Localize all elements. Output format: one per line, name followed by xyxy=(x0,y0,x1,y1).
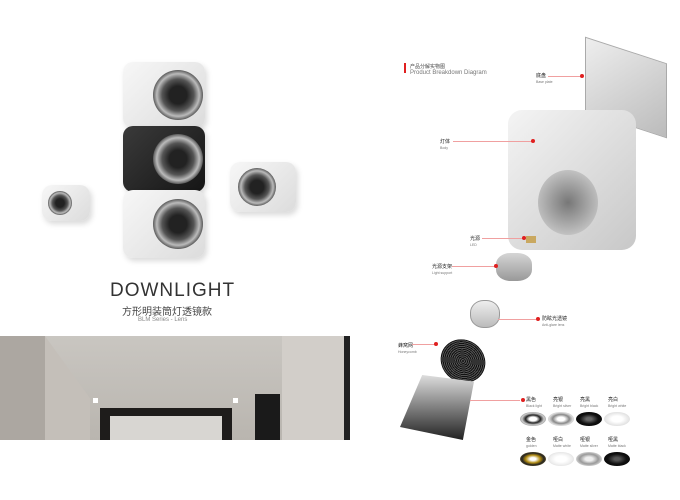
corridor-photo xyxy=(0,336,350,440)
product-series: BLM Series - Lens xyxy=(138,317,188,323)
diagram-heading-en: Product Breakdown Diagram xyxy=(410,70,487,76)
product-title: DOWNLIGHT xyxy=(110,280,236,301)
finish-leader-line xyxy=(470,400,520,401)
accent-bar xyxy=(404,63,406,73)
diagram-heading-cn: 产品分解实物图 xyxy=(410,64,446,70)
finish-leader-dot xyxy=(521,398,525,402)
product-subtitle: 方形明装筒灯透镜款 xyxy=(122,307,212,318)
